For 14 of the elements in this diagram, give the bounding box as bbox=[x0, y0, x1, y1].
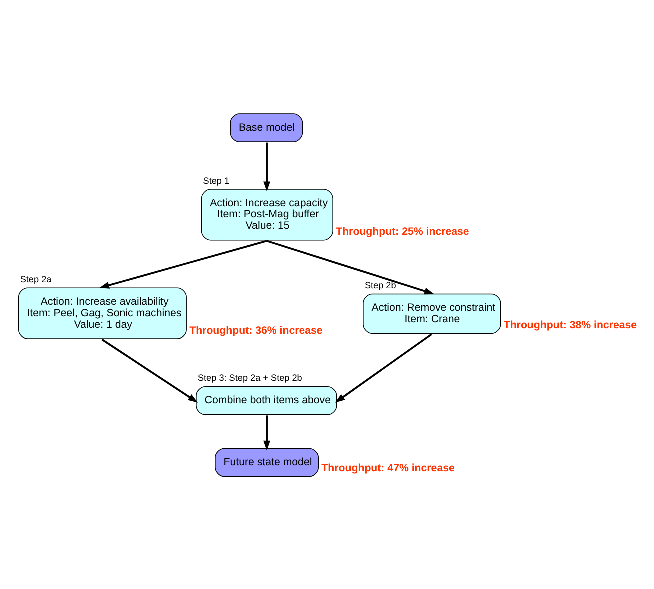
node-label: Step 2a bbox=[20, 274, 52, 284]
arrow bbox=[266, 240, 434, 294]
arrow bbox=[264, 142, 270, 192]
node-label: Step 3: Step 2a + Step 2b bbox=[198, 372, 302, 383]
arrow bbox=[335, 333, 432, 402]
arrow bbox=[264, 415, 270, 450]
node-label: Step 1 bbox=[203, 175, 230, 186]
node-label: Throughput: 47% increase bbox=[322, 462, 455, 474]
node-label: Throughput: 25% increase bbox=[336, 226, 470, 238]
node-label: Throughput: 38% increase bbox=[504, 319, 638, 332]
node-label: Throughput: 36% increase bbox=[190, 324, 323, 336]
node-label: Step 2b bbox=[364, 280, 396, 290]
arrow bbox=[102, 338, 198, 402]
arrow bbox=[100, 240, 268, 288]
